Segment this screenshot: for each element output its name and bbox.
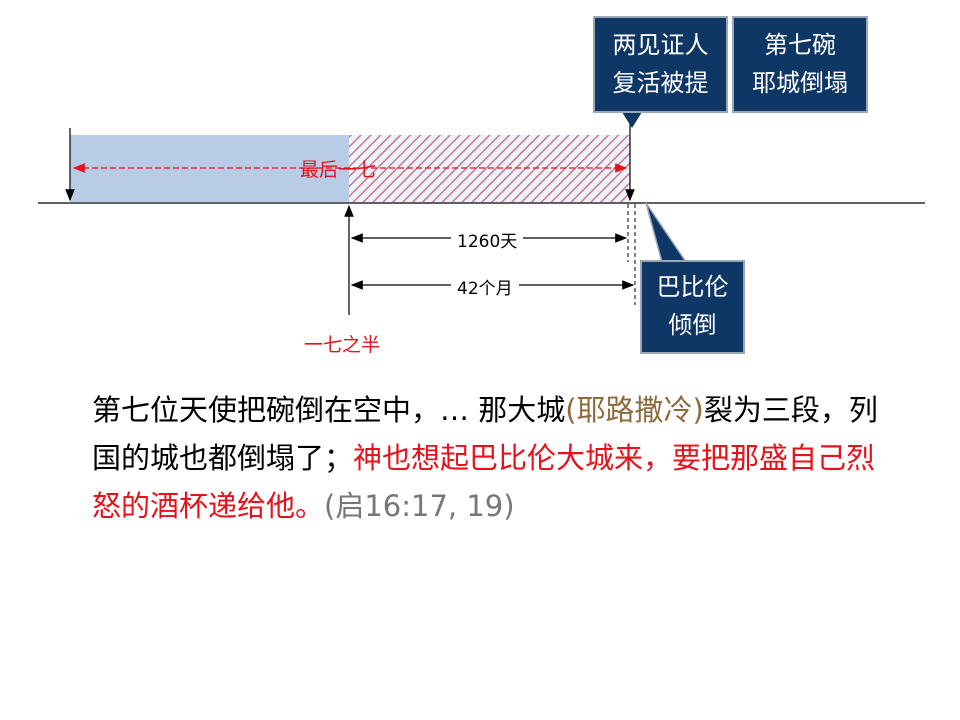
bowl-box: 第七碗 耶城倒塌	[732, 16, 868, 113]
days-label: 1260天	[451, 227, 524, 252]
babylon-callout-pointer	[645, 202, 688, 263]
bowl-box-line2: 耶城倒塌	[752, 69, 848, 97]
months-label: 42个月	[451, 274, 519, 299]
half-seven-label: 一七之半	[302, 330, 383, 357]
babylon-box-line1: 巴比伦	[656, 273, 729, 301]
verse-jerusalem: (耶路撒冷)	[565, 393, 704, 427]
verse-babylon-text: 神也想起巴比伦大城来，要把那盛自己烈怒的酒杯递给他。	[92, 441, 876, 523]
witness-box-line2: 复活被提	[612, 69, 709, 97]
witness-callout-pointer	[622, 112, 642, 128]
last-seven-label: 最后一七	[300, 159, 377, 181]
witness-box-line1: 两见证人	[612, 31, 709, 59]
verse-text-1: 第七位天使把碗倒在空中，… 那大城	[92, 393, 566, 427]
bowl-box-line1: 第七碗	[764, 31, 836, 59]
babylon-box-line2: 倾倒	[668, 311, 717, 339]
verse-text-2: 裂为三段，列国的城也都倒塌了；	[92, 393, 878, 475]
babylon-box: 巴比伦 倾倒	[640, 260, 745, 354]
witness-box: 两见证人 复活被提	[593, 16, 728, 113]
scripture-verse: 第七位天使把碗倒在空中，… 那大城(耶路撒冷)裂为三段，列国的城也都倒塌了；神也…	[92, 386, 892, 530]
verse-reference: (启16:17, 19)	[324, 489, 515, 523]
